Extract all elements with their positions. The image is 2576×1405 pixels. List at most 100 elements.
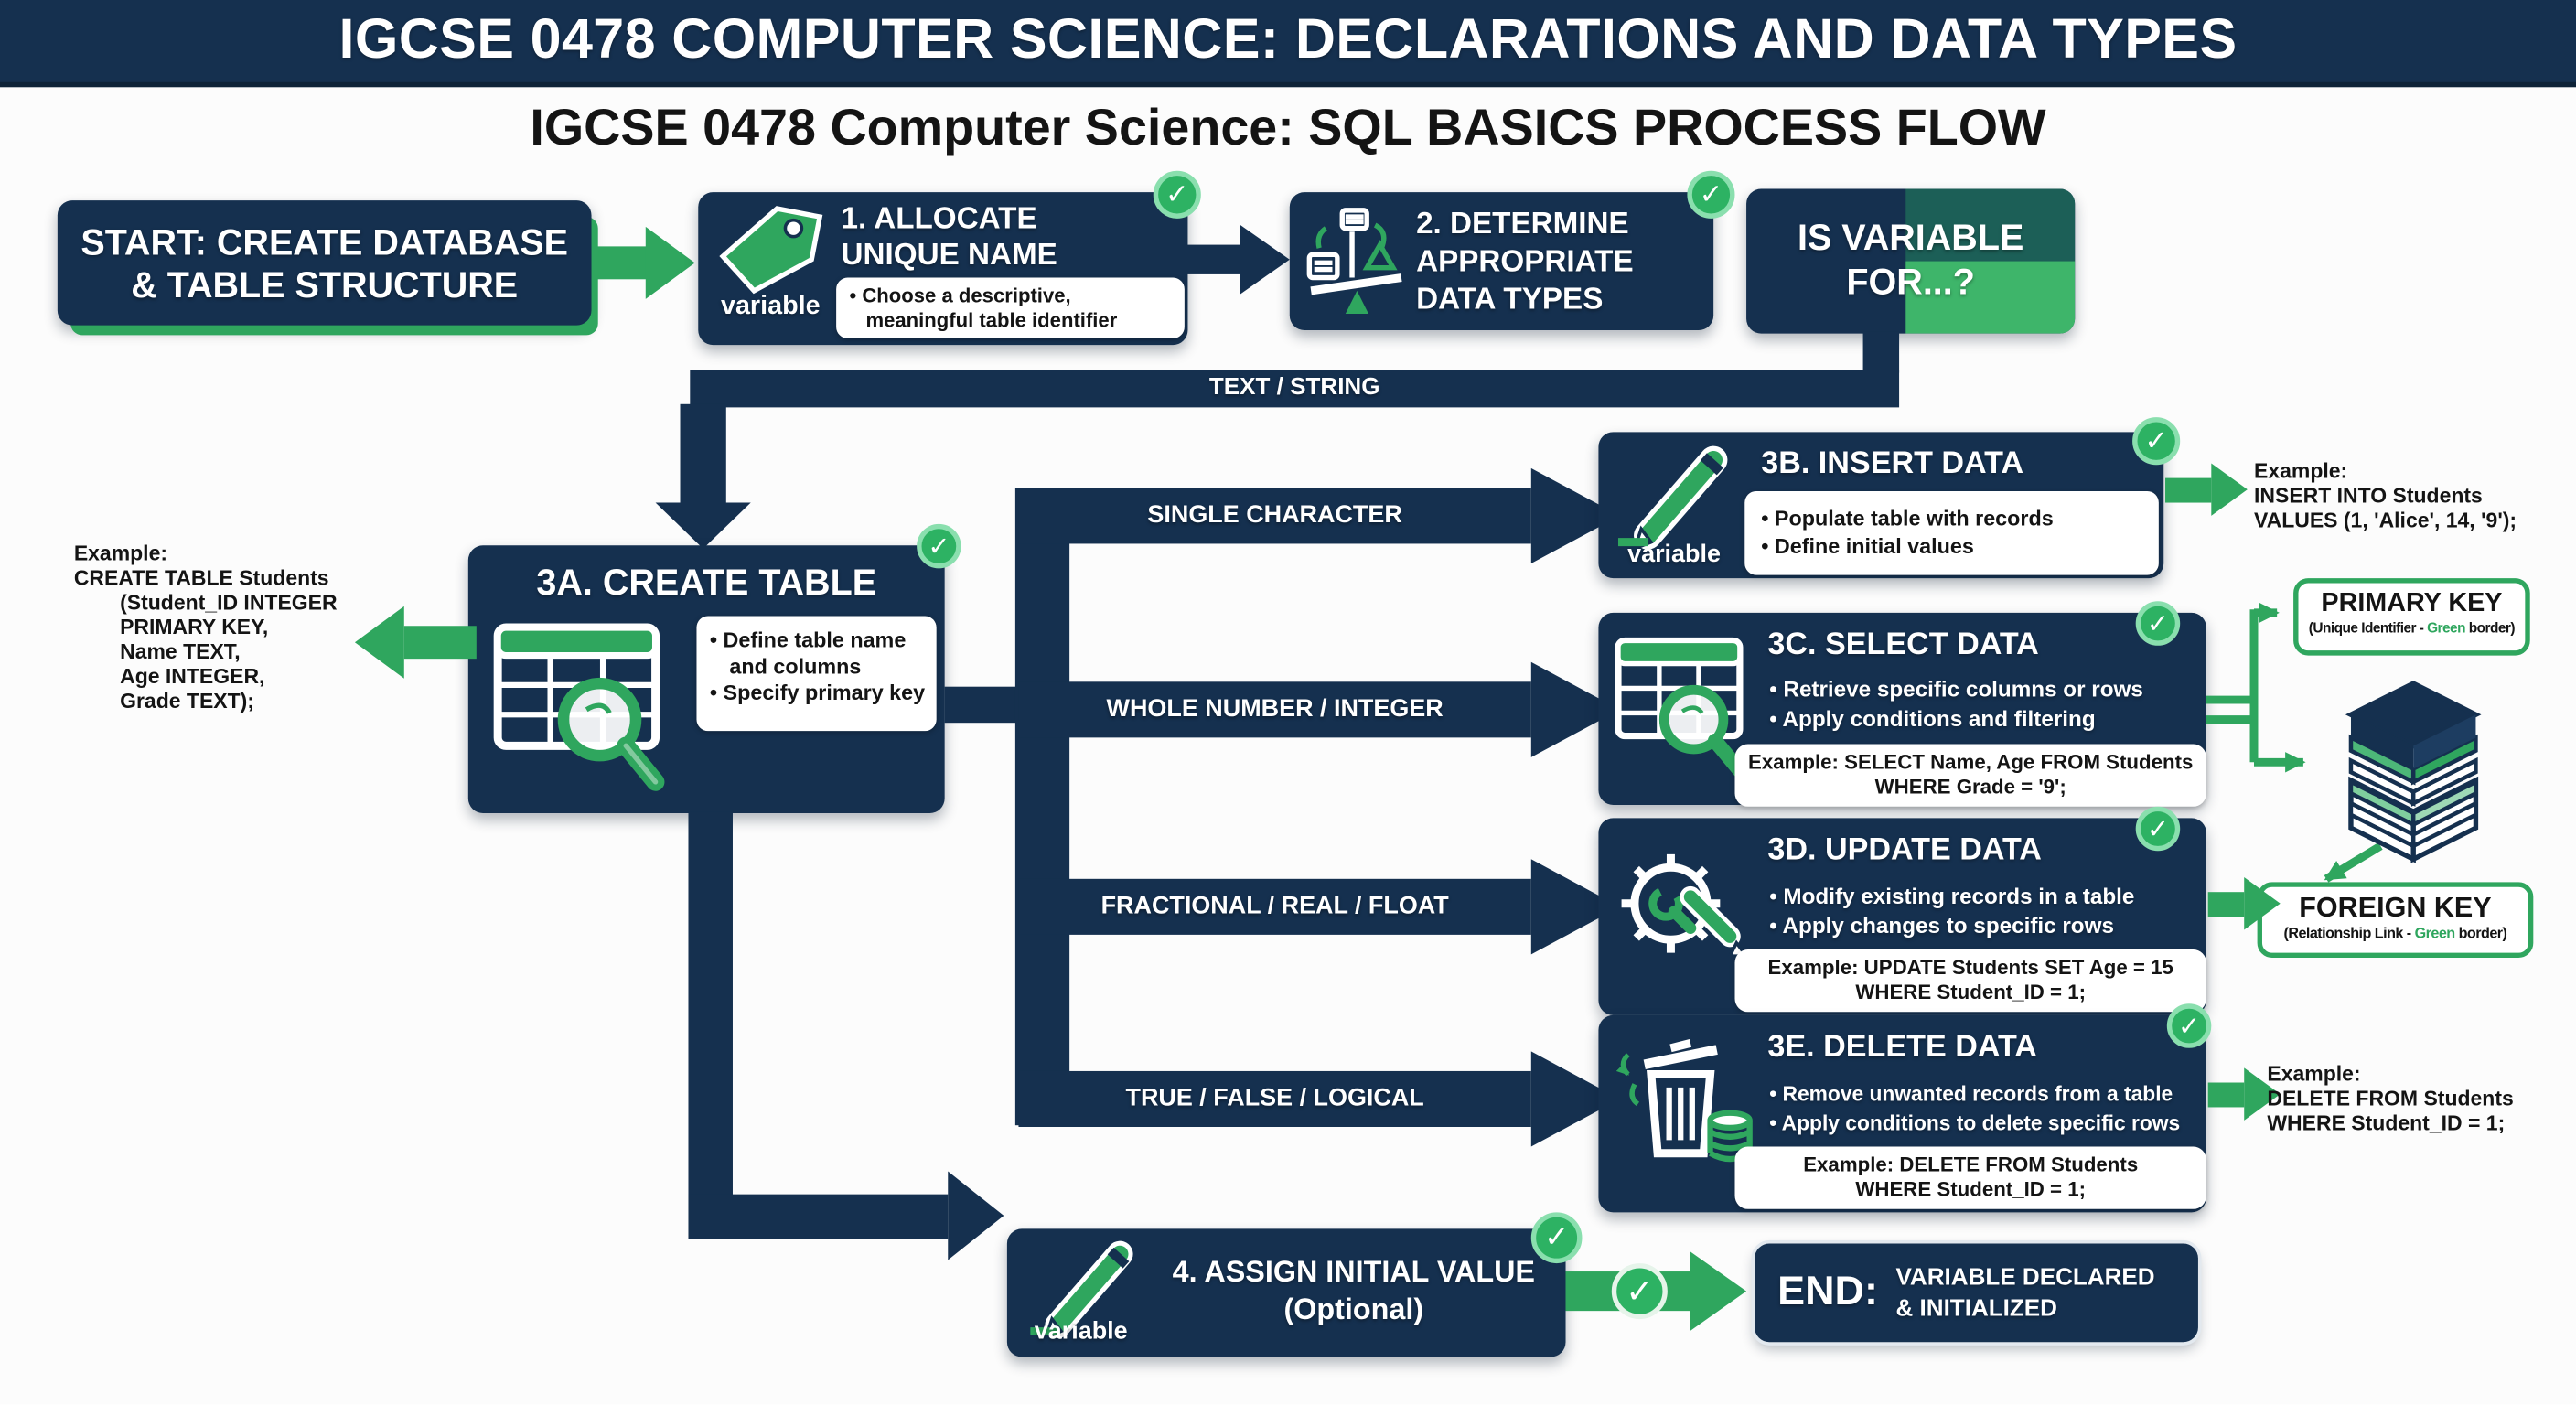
example-line: DELETE FROM Students (2267, 1086, 2514, 1111)
step3c-bullet2: • Apply conditions and filtering (1769, 706, 2096, 732)
branch-label-single-character: SINGLE CHARACTER (1147, 500, 1402, 530)
step4-node: variable 4. ASSIGN INITIAL VALUE (Option… (1006, 1228, 1566, 1357)
step3b-bullet1: • Populate table with records (1761, 506, 2054, 531)
step1-tag-label: variable (720, 292, 821, 321)
banner: IGCSE 0478 COMPUTER SCIENCE: DECLARATION… (0, 0, 2576, 88)
step2-node: 2. DETERMINE APPROPRIATE DATA TYPES (1289, 192, 1714, 330)
foreign-key-sub-post: border) (2454, 925, 2507, 942)
decision-stem (1862, 331, 1900, 373)
branch-label-boolean: TRUE / FALSE / LOGICAL (1125, 1084, 1424, 1112)
step2-title-line3: DATA TYPES (1416, 281, 1604, 316)
example-line: Example: UPDATE Students SET Age = 15 (1767, 956, 2174, 980)
primary-key-title: PRIMARY KEY (2321, 589, 2503, 618)
check-icon (2135, 601, 2181, 646)
check-icon (1687, 170, 1735, 219)
tag-icon (719, 206, 823, 295)
pencil-icon (1617, 445, 1728, 552)
connector-step3a-to-trunk (944, 686, 1027, 724)
start-label-line2: & TABLE STRUCTURE (131, 264, 519, 306)
step3b-title: 3B. INSERT DATA (1761, 446, 2024, 482)
step3a-note: • Define table name and columns • Specif… (696, 616, 937, 732)
example-line: WHERE Student_ID = 1; (2267, 1110, 2506, 1135)
primary-key-sub-post: border) (2465, 619, 2516, 637)
example-line: WHERE Student_ID = 1; (1855, 981, 2087, 1004)
step4-title-line2: (Optional) (1283, 1292, 1424, 1326)
step1-title-line1: 1. ALLOCATE (841, 200, 1037, 235)
step3d-title: 3D. UPDATE DATA (1767, 832, 2042, 868)
step4-title-line1: 4. ASSIGN INITIAL VALUE (1172, 1255, 1536, 1289)
step2-title-line2: APPROPRIATE (1416, 242, 1634, 278)
foreign-key-sub-green: Green (2414, 925, 2456, 942)
example-line: Example: (73, 540, 168, 565)
step3e-example: Example: DELETE FROM Students WHERE Stud… (1734, 1146, 2206, 1209)
step3b-bullet2: • Define initial values (1761, 533, 1974, 559)
step1-note-line1: • Choose a descriptive, (849, 284, 1071, 307)
branch-label-integer: WHOLE NUMBER / INTEGER (1106, 694, 1444, 724)
check-icon (1530, 1212, 1583, 1264)
step3d-bullet1: • Modify existing records in a table (1769, 884, 2135, 909)
example-line: Example: (2254, 458, 2348, 484)
branch-label-real: FRACTIONAL / REAL / FLOAT (1100, 892, 1449, 920)
step1-note-line2: meaningful table identifier (865, 308, 1118, 332)
check-icon (2132, 417, 2181, 466)
step3d-example: Example: UPDATE Students SET Age = 15 WH… (1734, 949, 2206, 1013)
example-line: Age INTEGER, (120, 663, 265, 689)
step3a-node: 3A. CREATE TABLE • Define table name and… (467, 545, 945, 813)
table-search-icon (493, 623, 665, 791)
step3a-bullet2: • Specify primary key (709, 680, 926, 705)
foreign-key-sub: (Relationship Link - Green border) (2262, 925, 2528, 941)
example-line: PRIMARY KEY, (120, 614, 269, 639)
step3c-example: Example: SELECT Name, Age FROM Students … (1734, 744, 2206, 807)
step2-title-line1: 2. DETERMINE (1416, 205, 1629, 241)
step3c-bullet1: • Retrieve specific columns or rows (1769, 676, 2143, 702)
step3b-example: Example: INSERT INTO Students VALUES (1,… (2254, 458, 2517, 532)
end-line1: VARIABLE DECLARED (1895, 1264, 2155, 1292)
example-line: Grade TEXT); (120, 688, 254, 713)
example-line: Name TEXT, (120, 638, 241, 664)
decision-node: IS VARIABLE FOR...? (1746, 188, 2076, 334)
gear-wrench-icon (1621, 853, 1750, 959)
end-line2: & INITIALIZED (1895, 1295, 2057, 1323)
example-line: CREATE TABLE Students (73, 564, 329, 590)
primary-key-sub-green: Green (2427, 619, 2466, 637)
decision-label-line2: FOR...? (1846, 261, 1975, 303)
check-icon (2166, 1003, 2212, 1048)
step3b-tag-label: variable (1627, 540, 1721, 569)
step3a-title: 3A. CREATE TABLE (536, 562, 877, 604)
step3e-bullet2: • Apply conditions to delete specific ro… (1769, 1111, 2181, 1135)
step3b-note: • Populate table with records • Define i… (1744, 490, 2159, 575)
check-icon (2135, 806, 2181, 852)
step3e-title: 3E. DELETE DATA (1767, 1030, 2037, 1065)
step3b-node: variable 3B. INSERT DATA • Populate tabl… (1598, 432, 2164, 579)
primary-key-sub-pre: (Unique Identifier - (2308, 619, 2428, 637)
banner-title: IGCSE 0478 COMPUTER SCIENCE: DECLARATION… (338, 7, 2238, 71)
start-label-line1: START: CREATE DATABASE (80, 221, 569, 263)
check-icon (1153, 170, 1201, 219)
page-subtitle: IGCSE 0478 Computer Science: SQL BASICS … (530, 98, 2046, 156)
example-line: Example: DELETE FROM Students (1803, 1153, 2139, 1176)
pencil-icon (1030, 1240, 1133, 1341)
step3e-bullet1: • Remove unwanted records from a table (1769, 1082, 2174, 1106)
primary-key-box: PRIMARY KEY (Unique Identifier - Green b… (2293, 578, 2530, 656)
database-iso-icon (2345, 681, 2482, 863)
branch-label-text-string: TEXT / STRING (1208, 374, 1380, 402)
check-icon (1611, 1263, 1668, 1320)
branch-trunk (1014, 488, 1070, 1126)
step1-title-line2: UNIQUE NAME (841, 236, 1057, 272)
step3a-bullet1: • Define table name and columns (709, 627, 907, 679)
end-node: END: VARIABLE DECLARED & INITIALIZED (1755, 1243, 2198, 1343)
step3c-title: 3C. SELECT DATA (1767, 627, 2039, 662)
primary-key-sub: (Unique Identifier - Green border) (2298, 619, 2525, 636)
example-line: Example: SELECT Name, Age FROM Students (1748, 750, 2194, 774)
balance-scale-icon (1306, 208, 1402, 315)
step4-tag-label: variable (1034, 1317, 1128, 1346)
example-line: Example: (2267, 1061, 2361, 1087)
check-icon (917, 523, 961, 569)
key-connector-lines (2206, 602, 2383, 883)
foreign-key-box: FOREIGN KEY (Relationship Link - Green b… (2257, 882, 2534, 959)
step3e-side-example: Example: DELETE FROM Students WHERE Stud… (2267, 1061, 2513, 1135)
example-line: (Student_ID INTEGER (120, 589, 338, 615)
step3d-bullet2: • Apply changes to specific rows (1769, 913, 2114, 938)
example-line: VALUES (1, 'Alice', 14, '9'); (2254, 507, 2517, 532)
